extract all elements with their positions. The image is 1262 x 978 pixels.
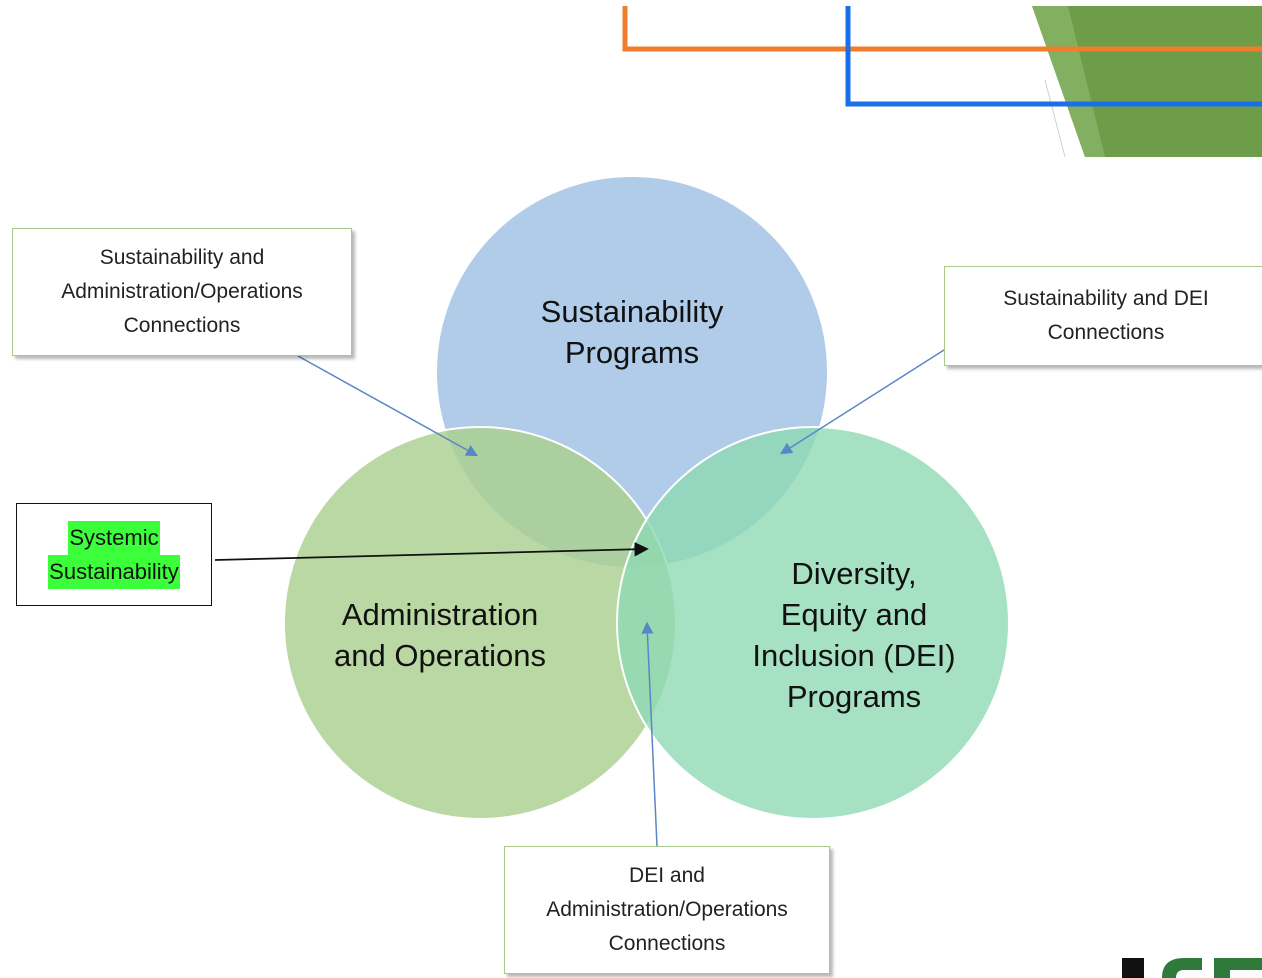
callout-sustainability-dei: Sustainability and DEI Connections [944,266,1262,366]
callout-dei-admin: DEI and Administration/Operations Connec… [504,846,830,974]
label-sustainability-programs: Sustainability Programs [540,294,724,370]
label-dei-programs: Diversity, Equity and Inclusion (DEI) Pr… [752,556,956,714]
circle-dei [616,426,1010,820]
orange-accent-line [622,6,1262,52]
blue-accent-line [845,6,1262,107]
callout-systemic-sustainability: Systemic Sustainability [16,503,212,606]
arrow-systemic [214,542,649,561]
arrow-sus-admin [297,355,479,457]
label-administration-operations: Administration and Operations [334,597,546,673]
callout-sustainability-admin: Sustainability and Administration/Operat… [12,228,352,356]
arrow-sus-dei [779,349,945,455]
green-banner-highlight [1032,6,1105,157]
banner-edge-line [1044,79,1066,158]
logo-fragment [1122,958,1262,978]
arrow-dei-admin [641,621,658,847]
